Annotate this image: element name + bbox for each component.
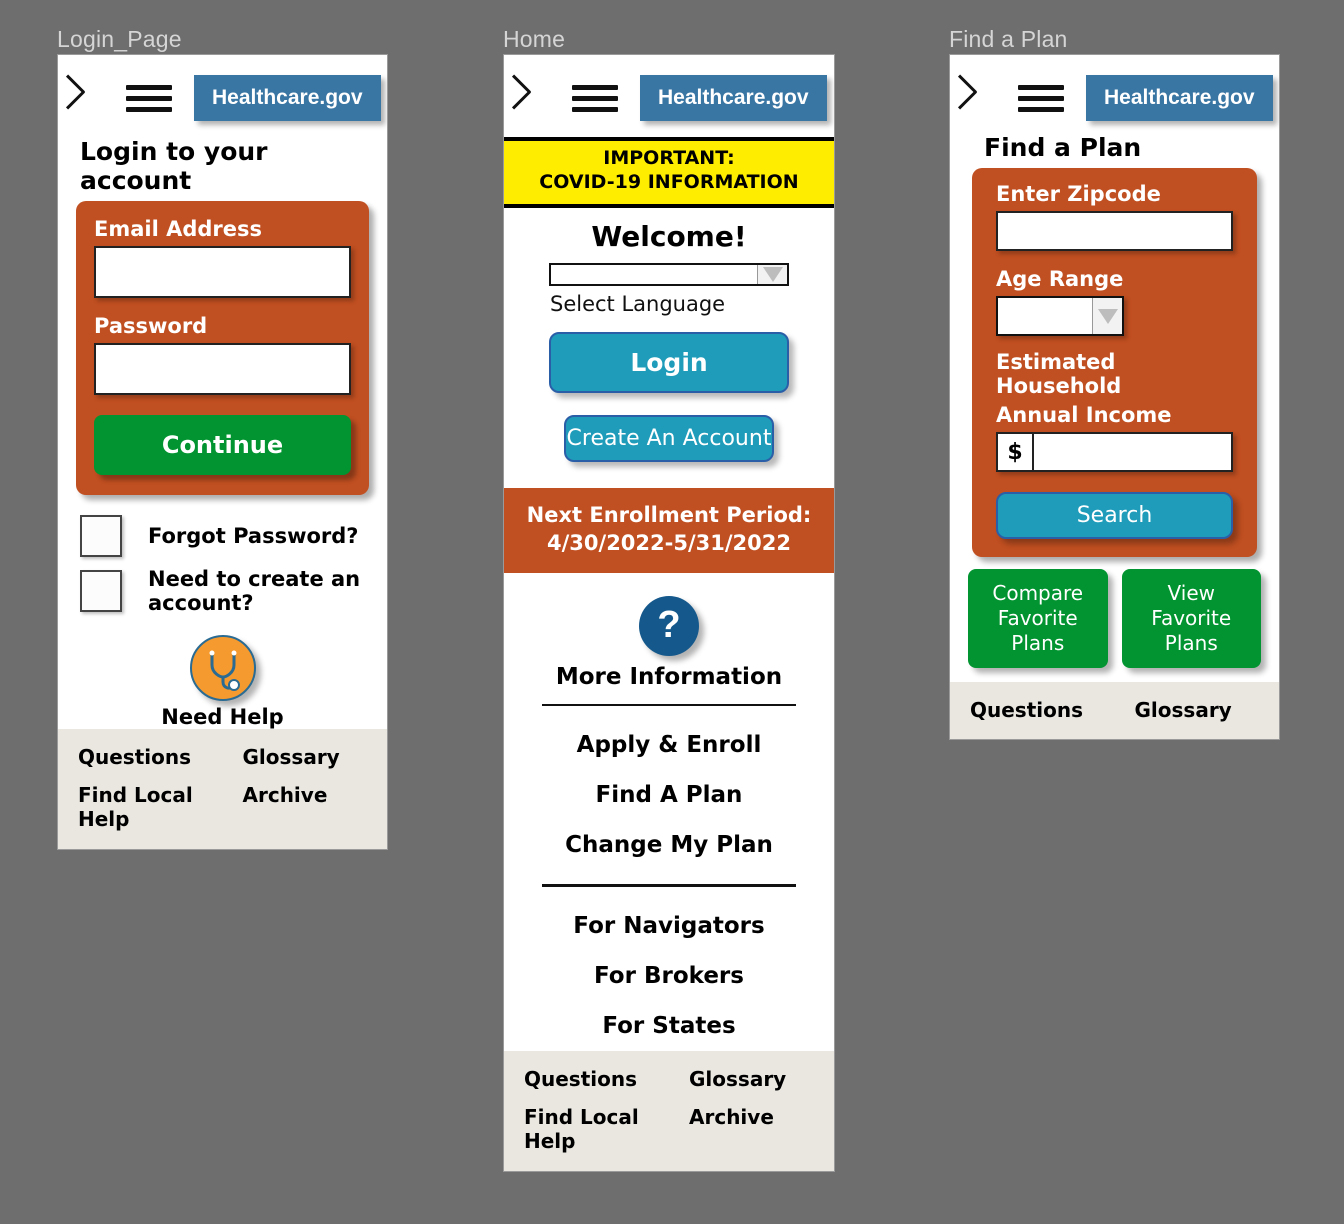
covid-banner-line1: IMPORTANT: — [603, 147, 735, 169]
screen-home: Healthcare.gov IMPORTANT: COVID-19 INFOR… — [503, 54, 835, 1172]
footer-link-questions[interactable]: Questions — [78, 745, 192, 769]
divider-bottom — [542, 884, 796, 887]
continue-button[interactable]: Continue — [94, 415, 351, 475]
compare-favorite-plans-line1: Compare — [992, 581, 1084, 606]
covid-info-banner[interactable]: IMPORTANT: COVID-19 INFORMATION — [504, 137, 834, 208]
footer-link-archive[interactable]: Archive — [242, 783, 328, 807]
favorite-plans-row: Compare Favorite Plans View Favorite Pla… — [950, 557, 1279, 682]
enrollment-period-banner: Next Enrollment Period: 4/30/2022-5/31/2… — [504, 488, 834, 574]
footer-link-find-local-help[interactable]: Find Local Help — [78, 783, 193, 831]
welcome-heading: Welcome! — [591, 219, 747, 253]
footer-link-questions[interactable]: Questions — [970, 698, 1084, 723]
menu-item-for-states[interactable]: For States — [602, 1012, 736, 1039]
footer-link-glossary[interactable]: Glossary — [1134, 698, 1232, 723]
footer-link-glossary[interactable]: Glossary — [689, 1067, 787, 1091]
login-button[interactable]: Login — [549, 332, 789, 394]
chevron-down-icon[interactable] — [1092, 298, 1122, 334]
screen-label-login: Login_Page — [57, 26, 182, 52]
page-title: Login to your account — [80, 137, 268, 195]
age-range-select[interactable] — [996, 296, 1124, 336]
more-information-label: More Information — [555, 663, 783, 690]
footer-link-find-local-help[interactable]: Find Local Help — [524, 1105, 639, 1153]
view-favorite-plans-line2: Favorite Plans — [1151, 606, 1232, 656]
zipcode-field[interactable] — [996, 211, 1233, 251]
divider-top — [542, 703, 796, 707]
footer-link-archive[interactable]: Archive — [689, 1105, 774, 1129]
footer-link-archive[interactable]: Archive — [1115, 736, 1280, 739]
chevron-down-icon[interactable] — [757, 264, 787, 285]
enrollment-line1: Next Enrollment Period: — [526, 503, 812, 528]
login-form-panel: Email Address Password Continue — [76, 201, 369, 495]
top-bar-home: Healthcare.gov — [504, 55, 834, 137]
age-range-label: Age Range — [996, 267, 1124, 291]
back-chevron-icon[interactable] — [526, 81, 552, 115]
income-field-group[interactable]: $ — [996, 432, 1233, 473]
view-favorite-plans-line1: View — [1167, 581, 1215, 606]
search-button[interactable]: Search — [996, 492, 1233, 540]
income-label-line1: Estimated Household — [996, 350, 1122, 399]
email-label: Email Address — [94, 217, 263, 241]
language-select[interactable] — [549, 262, 789, 287]
view-favorite-plans-button[interactable]: View Favorite Plans — [1121, 569, 1261, 669]
more-information-button[interactable]: ? More Information — [504, 595, 834, 690]
forgot-password-checkbox[interactable] — [80, 515, 122, 557]
footer-home: Questions Glossary Find Local Help Archi… — [504, 1051, 834, 1171]
income-field[interactable] — [1034, 434, 1231, 470]
forgot-password-row[interactable]: Forgot Password? — [80, 515, 387, 557]
screen-login-page: Healthcare.gov Login to your account Ema… — [57, 54, 388, 850]
menu-item-for-brokers[interactable]: For Brokers — [594, 962, 744, 989]
zipcode-label: Enter Zipcode — [996, 182, 1161, 206]
email-field[interactable] — [94, 246, 351, 298]
back-chevron-icon[interactable] — [80, 81, 106, 115]
income-label-line2: Annual Income — [996, 403, 1172, 428]
footer-link-find-local-help[interactable]: Find Local Help — [950, 736, 1115, 739]
menu-item-for-navigators[interactable]: For Navigators — [573, 912, 765, 939]
create-account-row[interactable]: Need to create an account? — [80, 567, 387, 615]
compare-favorite-plans-line2: Favorite Plans — [997, 606, 1078, 656]
find-a-plan-form-panel: Enter Zipcode Age Range Estimated Househ… — [972, 168, 1257, 558]
top-bar-login: Healthcare.gov — [58, 55, 387, 135]
forgot-password-label: Forgot Password? — [148, 524, 359, 548]
create-account-checkbox[interactable] — [80, 570, 122, 612]
brand-button[interactable]: Healthcare.gov — [1086, 75, 1273, 121]
stethoscope-icon — [189, 635, 256, 701]
dollar-sign-icon: $ — [998, 434, 1034, 471]
hamburger-menu-icon[interactable] — [1018, 79, 1064, 118]
password-field[interactable] — [94, 343, 351, 395]
back-chevron-icon[interactable] — [972, 81, 998, 115]
footer-link-glossary[interactable]: Glossary — [242, 745, 340, 769]
need-help-button[interactable]: Need Help — [58, 635, 387, 729]
covid-banner-line2: COVID-19 INFORMATION — [539, 170, 799, 193]
need-help-label: Need Help — [161, 705, 284, 729]
create-account-button[interactable]: Create An Account — [564, 415, 774, 463]
top-bar-find-a-plan: Healthcare.gov — [950, 55, 1279, 131]
page-title: Find a Plan — [984, 133, 1142, 162]
menu-item-find-a-plan[interactable]: Find A Plan — [595, 782, 743, 809]
menu-item-change-my-plan[interactable]: Change My Plan — [565, 832, 773, 859]
screen-label-find-a-plan: Find a Plan — [949, 26, 1068, 52]
screen-find-a-plan: Healthcare.gov Find a Plan Enter Zipcode… — [949, 54, 1280, 740]
question-mark-icon: ? — [639, 595, 699, 656]
compare-favorite-plans-button[interactable]: Compare Favorite Plans — [968, 569, 1108, 669]
menu-item-apply-enroll[interactable]: Apply & Enroll — [576, 732, 762, 759]
hamburger-menu-icon[interactable] — [572, 79, 618, 118]
footer-login: Questions Glossary Find Local Help Archi… — [58, 729, 387, 849]
brand-button[interactable]: Healthcare.gov — [640, 75, 827, 121]
footer-find-a-plan: Questions Glossary Find Local Help Archi… — [950, 682, 1280, 739]
hamburger-menu-icon[interactable] — [126, 79, 172, 118]
screen-label-home: Home — [503, 26, 566, 52]
brand-button[interactable]: Healthcare.gov — [194, 75, 381, 121]
select-language-caption: Select Language — [550, 292, 726, 317]
password-label: Password — [94, 314, 208, 338]
enrollment-line2: 4/30/2022-5/31/2022 — [547, 530, 791, 555]
create-account-label: Need to create an account? — [148, 567, 361, 615]
footer-link-questions[interactable]: Questions — [524, 1067, 638, 1091]
